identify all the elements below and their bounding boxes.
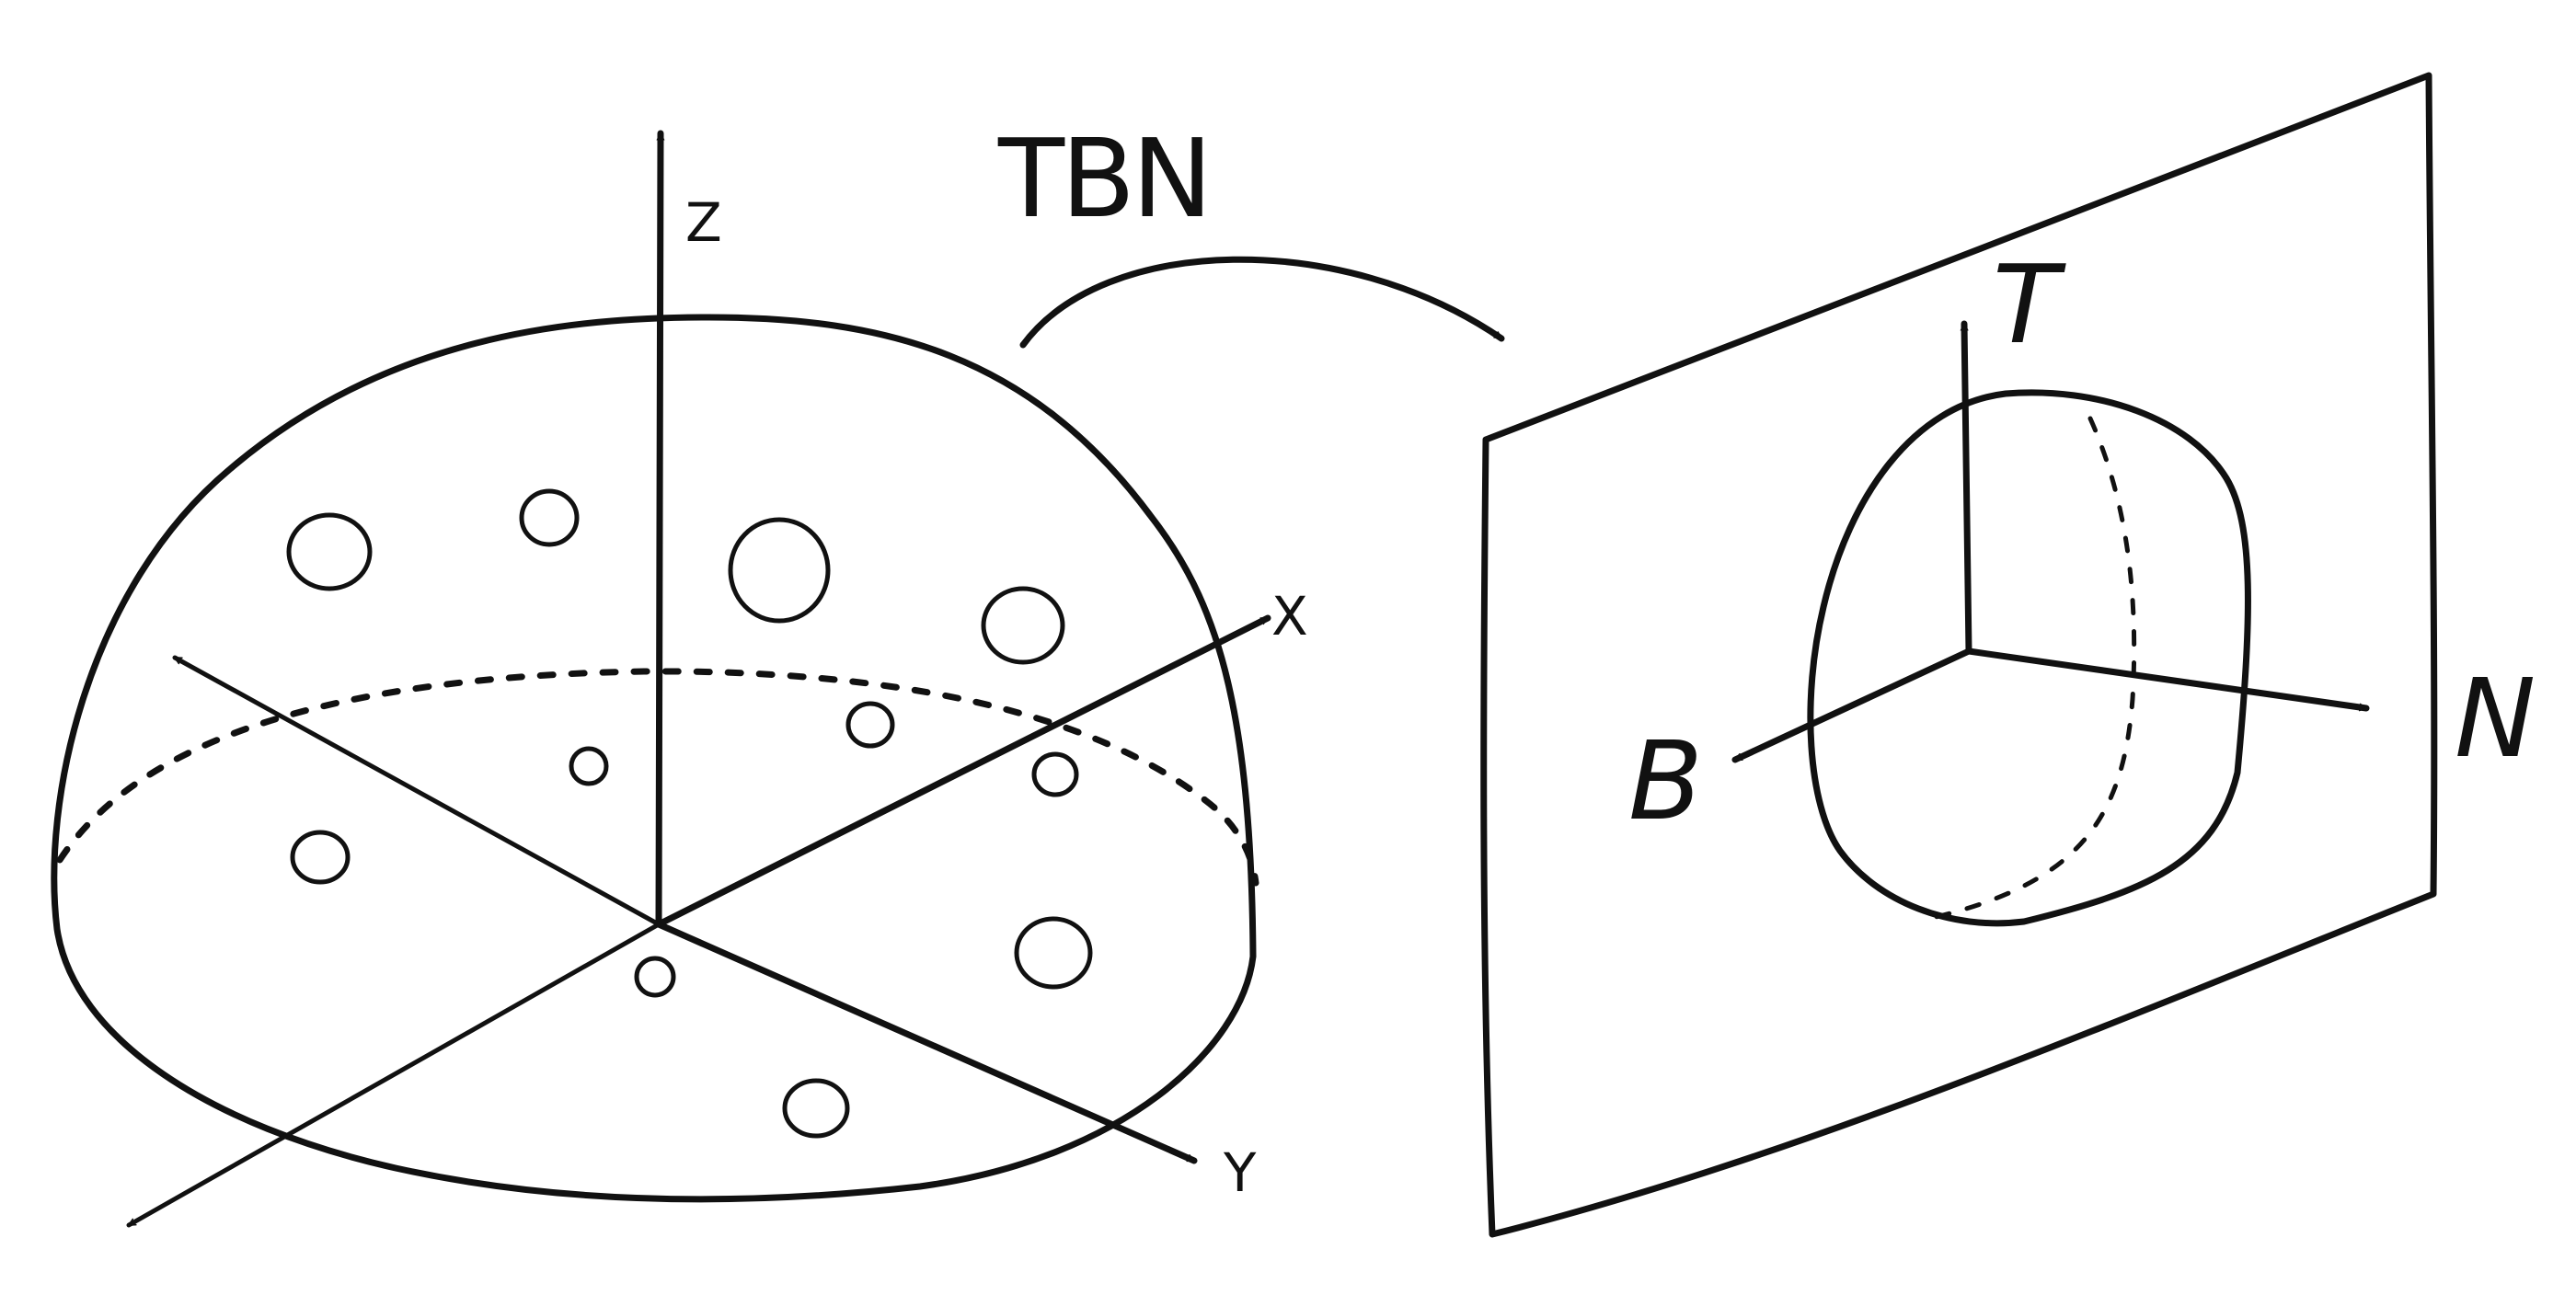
hemisphere-equator: [56, 668, 1259, 887]
hemisphere-group: Z X Y: [51, 130, 1308, 1228]
tangent-plane: [1480, 72, 2438, 1238]
tangent-sphere-meridian: [1929, 416, 2137, 921]
t-axis-label: T: [1993, 241, 2066, 368]
sample-point: [1031, 751, 1079, 797]
sample-point: [782, 1078, 850, 1139]
sample-point: [286, 512, 373, 591]
tbn-transform: TBN: [997, 115, 1505, 349]
sample-point: [290, 830, 351, 885]
t-axis: [1964, 320, 1972, 655]
transform-arrow: [1019, 256, 1505, 349]
tbn-label: TBN: [997, 115, 1209, 242]
sample-point: [728, 517, 831, 624]
hemisphere-axes: [126, 130, 1271, 1228]
sample-point: [845, 701, 895, 749]
y-axis: [655, 921, 1198, 1164]
sample-point: [634, 956, 676, 998]
y-axis-label: Y: [1223, 1141, 1257, 1204]
x-axis-label: X: [1271, 585, 1308, 648]
hemisphere-outline: [51, 314, 1257, 1203]
sample-point: [519, 488, 580, 547]
z-axis-label: Z: [685, 191, 722, 254]
b-axis-label: B: [1628, 717, 1703, 844]
neg-y-axis: [172, 655, 661, 927]
x-axis: [655, 614, 1271, 928]
sample-point: [1014, 916, 1093, 990]
n-axis-label: N: [2455, 655, 2536, 782]
tangent-space-group: T B N: [1480, 72, 2536, 1238]
sample-points: [286, 488, 1093, 1139]
b-axis: [1731, 648, 1972, 763]
sample-point: [569, 746, 609, 786]
sample-point: [981, 586, 1065, 665]
n-axis: [1965, 648, 2370, 712]
neg-x-axis: [126, 922, 661, 1228]
tangent-sphere: [1807, 389, 2251, 927]
z-axis: [655, 130, 661, 928]
